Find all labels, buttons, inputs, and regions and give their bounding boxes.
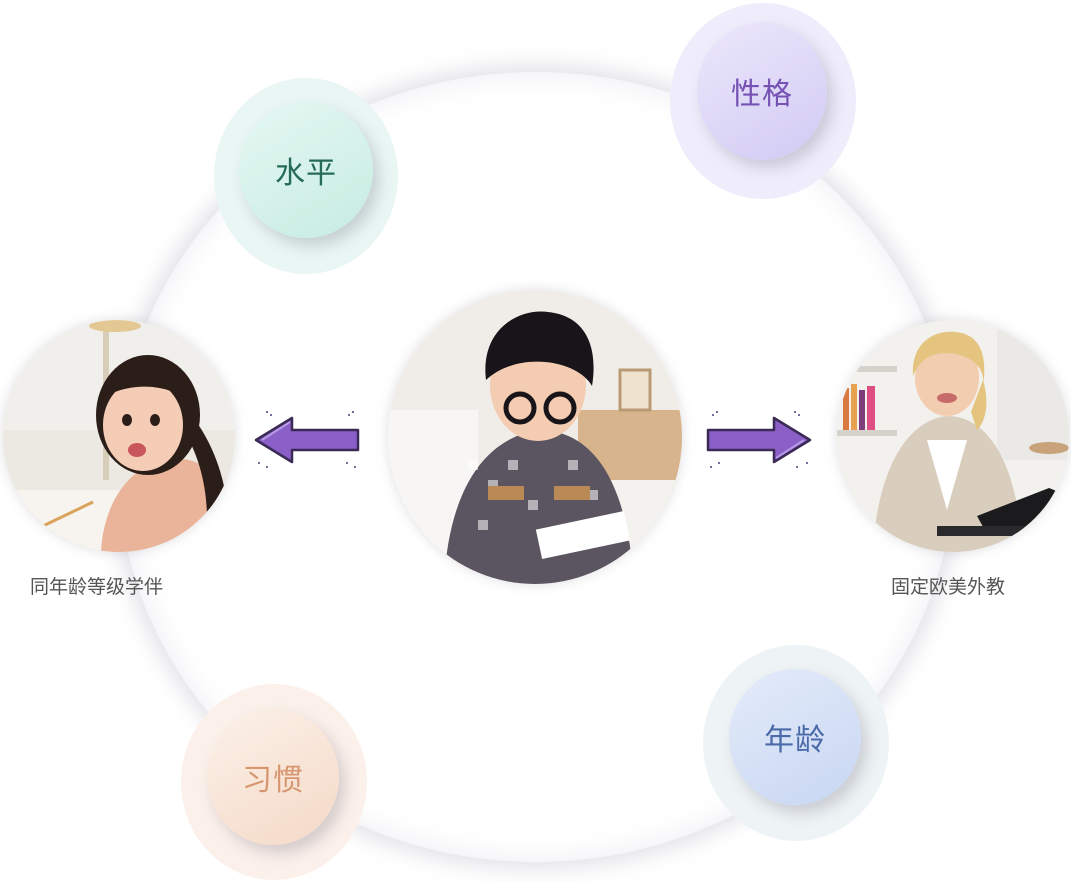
personality-label: 性格: [697, 22, 827, 160]
level-label: 水平: [239, 102, 373, 238]
personality-bubble: 性格: [670, 3, 856, 199]
level-bubble: 水平: [214, 78, 398, 274]
arrow-left-icon: [248, 408, 364, 472]
teacher-caption: 固定欧美外教: [891, 576, 1006, 598]
age-label: 年龄: [729, 669, 861, 805]
age-bubble: 年龄: [703, 645, 889, 841]
habit-bubble: 习惯: [181, 684, 367, 880]
habit-label: 习惯: [207, 709, 339, 845]
student-photo: [388, 290, 682, 584]
arrow-right-icon: [702, 408, 818, 472]
girl-peer-photo: [3, 320, 235, 552]
peer-caption: 同年龄等级学伴: [30, 576, 164, 598]
teacher-photo: [837, 320, 1069, 552]
